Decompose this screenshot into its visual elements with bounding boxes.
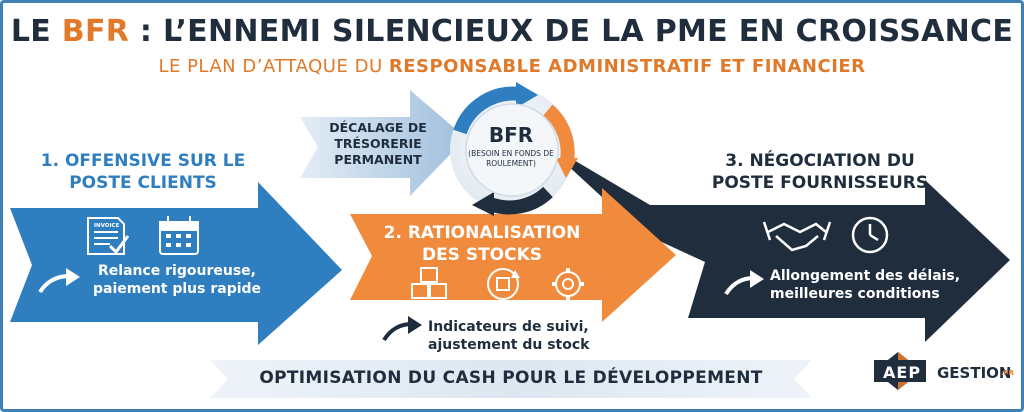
page-subtitle: LE PLAN D’ATTAQUE DU RESPONSABLE ADMINIS… [158,56,866,77]
step2-description: Indicateurs de suivi, ajustement du stoc… [428,319,590,353]
step1-curved-arrow-icon [38,268,80,294]
step2-title: 2. RATIONALISATION DES STOCKS [383,223,581,265]
title-accent: BFR [61,14,130,49]
gear-wrench-icon [552,268,584,300]
logo-gestion: GESTION [937,364,1012,382]
boxes-icon [411,267,447,299]
bfr-title: BFR [488,123,534,147]
bfr-cycle [450,82,578,216]
step1-description: Relance rigoureuse, paiement plus rapide [92,263,262,297]
step3-description: Allongement des délais, meilleures condi… [770,268,961,302]
bottom-banner [210,360,812,398]
step1-title: 1. OFFENSIVE SUR LE POSTE CLIENTS [40,151,246,193]
step3-arrow [540,140,1010,342]
step2-curved-arrow-icon [382,316,422,342]
gap-arrow [300,90,466,196]
step3-curved-arrow-icon [724,270,764,296]
invoice-icon [87,217,130,255]
gap-label: DÉCALAGE DE TRÉSORERIE PERMANENT [329,120,427,167]
logo [874,352,926,390]
bfr-subtitle: (BESOIN EN FONDS DE ROULEMENT) [468,149,554,168]
calendar-icon [159,216,199,255]
logo-suffix: .FR [1001,369,1014,377]
step3-title: 3. NÉGOCIATION DU POSTE FOURNISSEURS [711,151,929,193]
handshake-icon [762,221,832,252]
logo-aep: AEP [883,363,922,382]
step1-arrow [10,182,342,345]
step2-arrow [350,188,676,322]
recycle-box-icon [487,268,520,300]
invoice-icon-text: INVOICE [94,223,120,229]
clock-icon [851,216,889,254]
page-title: LE BFR : L’ENNEMI SILENCIEUX DE LA PME E… [10,14,1014,49]
banner-text: OPTIMISATION DU CASH POUR LE DÉVELOPPEME… [259,368,763,388]
